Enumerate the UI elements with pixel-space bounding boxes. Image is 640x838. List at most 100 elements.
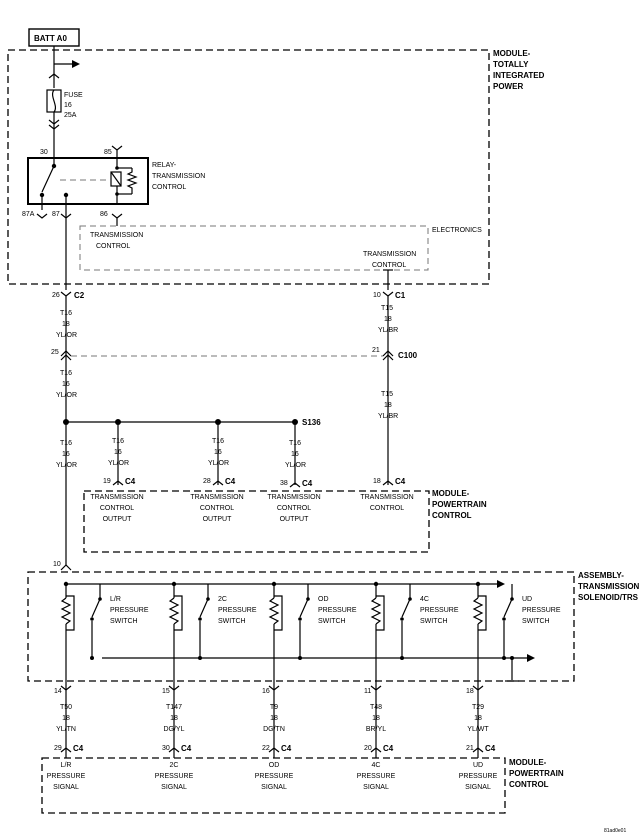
resistor-icon [370,597,382,625]
switch-kind: SWITCH [522,618,550,625]
wire-color: DG/TN [263,726,285,733]
pcm-bottom-outline [41,757,506,814]
batt-arrow-icon [72,60,80,68]
svg-text:TOTALLY: TOTALLY [493,60,529,69]
svg-text:18: 18 [373,478,381,485]
wire-label-left-upper: T16 18 YL/OR [56,310,77,339]
signal-kind: SIGNAL [363,784,389,791]
wire-circuit: T9 [270,704,278,711]
wire-label-right-upper: T15 18 YL/BR [378,305,398,334]
wire-color: YL/TN [56,726,76,733]
svg-text:RELAY-: RELAY- [152,162,177,169]
svg-text:25: 25 [51,349,59,356]
wire-label-left-lower: T16 16 YL/OR [56,440,77,469]
svg-text:16: 16 [114,449,122,456]
svg-text:T16: T16 [60,310,72,317]
svg-text:T16: T16 [212,438,224,445]
wire-label-splice-3: T16 16 YL/OR [285,440,306,469]
switch-blade-icon [91,598,101,618]
solenoid-assembly-outline [27,571,575,682]
pcm-connector-name: C4 [281,744,292,753]
svg-text:YL/OR: YL/OR [56,462,77,469]
fuse-label: FUSE 16 25A [64,92,83,119]
pcm-item-3: TRANSMISSION CONTROL OUTPUT [267,494,320,523]
svg-text:YL/OR: YL/OR [56,392,77,399]
wire-circuit: T147 [166,704,182,711]
svg-text:T16: T16 [60,370,72,377]
svg-text:38: 38 [280,480,288,487]
svg-text:OUTPUT: OUTPUT [103,516,133,523]
pressure-switch-group: L/RPRESSURESWITCH2CPRESSURESWITCHODPRESS… [60,581,561,690]
svg-text:OUTPUT: OUTPUT [203,516,233,523]
junction-dot [90,656,94,660]
svg-text:16: 16 [62,451,70,458]
relay-contact [41,165,55,193]
svg-text:TRANSMISSION: TRANSMISSION [267,494,320,501]
svg-text:CONTROL: CONTROL [96,243,130,250]
signal-kind: SIGNAL [261,784,287,791]
svg-text:T16: T16 [112,438,124,445]
svg-text:CONTROL: CONTROL [370,505,404,512]
signal-type: PRESSURE [255,773,294,780]
wire-label-splice-2: T16 16 YL/OR [208,438,229,467]
pcm-module-outline [83,490,430,553]
connector-icon [60,747,72,753]
wire-label-left-mid: T16 16 YL/OR [56,370,77,399]
svg-text:18: 18 [384,402,392,409]
svg-text:TRANSMISSION: TRANSMISSION [152,173,205,180]
pcm-c4-connector-3: 38 C4 [280,479,313,488]
svg-text:CONTROL: CONTROL [432,511,472,520]
switch-kind: SWITCH [110,618,138,625]
module-tip-outline [7,49,490,285]
contact-dot [198,617,202,621]
svg-text:CONTROL: CONTROL [277,505,311,512]
svg-text:MODULE-: MODULE- [493,49,531,58]
svg-text:T15: T15 [381,305,393,312]
svg-text:19: 19 [103,478,111,485]
wire-gauge: 18 [474,715,482,722]
solenoid-pin: 15 [162,688,170,695]
pcm-item-4: TRANSMISSION CONTROL [360,494,413,512]
resistor-icon [168,597,180,625]
pcm-item-2: TRANSMISSION CONTROL OUTPUT [190,494,243,523]
tip-transmission-control-right: TRANSMISSION CONTROL [363,251,416,269]
connector-icon [168,747,180,753]
signal-name: UD [473,762,483,769]
junction-dot [400,656,404,660]
batt-a0-label: BATT A0 [34,34,67,43]
svg-text:26: 26 [52,292,60,299]
connector-icon [370,747,382,753]
svg-text:16: 16 [291,451,299,458]
signal-type: PRESSURE [357,773,396,780]
relay-pin-87: 87 [52,211,60,218]
svg-text:MODULE-: MODULE- [432,489,470,498]
svg-text:YL/OR: YL/OR [285,462,306,469]
svg-text:T16: T16 [289,440,301,447]
svg-text:T15: T15 [381,391,393,398]
svg-text:YL/OR: YL/OR [56,332,77,339]
svg-text:CONTROL: CONTROL [200,505,234,512]
wire-gauge: 18 [62,715,70,722]
switch-name: 2C [218,596,227,603]
signal-kind: SIGNAL [53,784,79,791]
svg-text:YL/OR: YL/OR [108,460,129,467]
solenoid-pin: 11 [364,688,371,695]
solenoid-assembly-title: ASSEMBLY- TRANSMISSION SOLENOID/TRS [578,571,640,602]
switch-type: PRESSURE [420,607,459,614]
svg-text:C4: C4 [225,477,236,486]
electronics-label: ELECTRONICS [432,227,482,234]
svg-text:21: 21 [372,347,380,354]
switch-wire [66,595,75,631]
resistor-icon [60,597,72,625]
relay-pin-86: 86 [100,211,108,218]
figure-code: 81ad0e01 [604,828,626,834]
